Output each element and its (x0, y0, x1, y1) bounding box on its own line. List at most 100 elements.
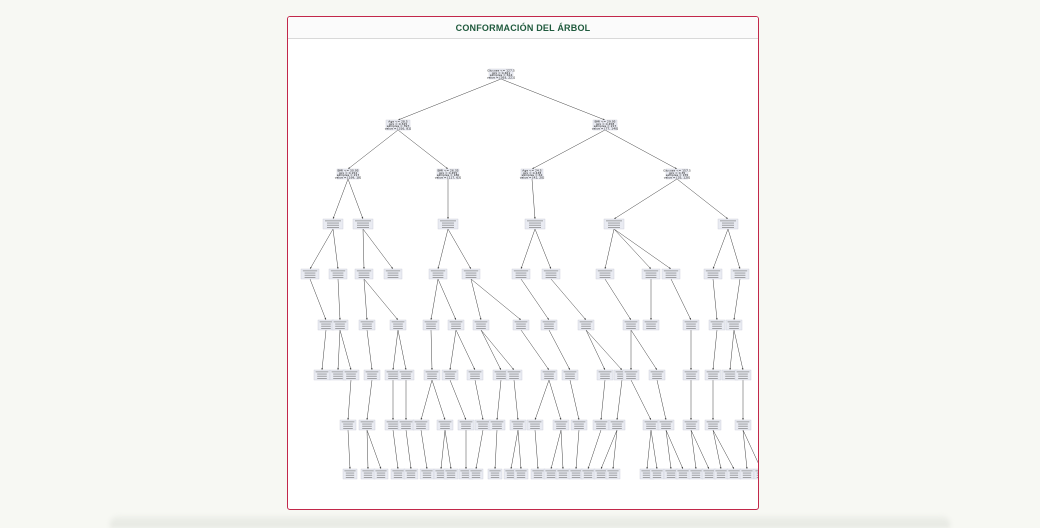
edge-arrowhead (533, 216, 536, 219)
tree-node-box (354, 268, 374, 280)
tree-node-text-line (565, 375, 575, 377)
tree-edge (437, 278, 457, 321)
tree-node (474, 419, 492, 431)
tree-node-text-line (706, 421, 720, 423)
tree-node-text-line (738, 423, 748, 425)
tree-node-text-line (385, 270, 401, 272)
tree-node-box (592, 119, 618, 131)
tree-node-box (511, 268, 531, 280)
tree-edge (612, 429, 618, 470)
tree-node-text-line (460, 470, 472, 472)
tree-node (437, 218, 459, 230)
tree-node (524, 218, 546, 230)
tree-node-text-line (478, 425, 488, 427)
edge-arrowhead (437, 266, 440, 269)
tree-node-text-line (406, 477, 416, 478)
tree-node-text-line (704, 474, 714, 476)
tree-edge (430, 278, 439, 321)
tree-node-text-line (304, 272, 316, 274)
tree-node-text-line (388, 375, 398, 377)
edge-arrowhead (392, 417, 394, 420)
edge-arrowhead (712, 367, 715, 370)
tree-node-text-line (506, 472, 516, 474)
tree-node-text-line (600, 378, 610, 379)
tree-node-text-line (360, 321, 374, 323)
tree-edge (444, 429, 452, 470)
tree-edge (548, 379, 562, 421)
tree-node-text-line (626, 325, 636, 327)
tree-node-text-line (626, 323, 636, 325)
tree-node-text-line (476, 421, 490, 423)
tree-node-text-line (422, 472, 432, 474)
tree-node-text-line (367, 378, 377, 379)
edge-arrowhead (440, 466, 443, 469)
tree-node-text-line (489, 470, 501, 472)
tree-node-text-line (344, 371, 358, 373)
tree-node-text-line (606, 220, 622, 222)
tree-node-text-line (461, 474, 471, 476)
tree-node-text-line (496, 375, 506, 377)
tree-node-text-line (571, 472, 581, 474)
tree-edge (520, 228, 536, 270)
tree-node-text-line (332, 272, 344, 274)
edge-arrowhead (616, 417, 619, 420)
tree-node-text-line (516, 325, 526, 327)
tree-node-text-line (530, 425, 540, 427)
tree-edge (500, 78, 606, 121)
tree-node-text-line (375, 470, 387, 472)
tree-node-text-line (515, 274, 527, 276)
tree-node-box (423, 369, 441, 381)
tree-node-text-line (723, 371, 737, 373)
edge-arrowhead (600, 466, 603, 469)
tree-node (622, 319, 640, 331)
tree-node-text-line (343, 428, 353, 429)
tree-node-box (682, 369, 700, 381)
tree-node-text-line (617, 375, 627, 377)
edge-arrowhead (473, 367, 475, 370)
tree-node-text-line (651, 470, 663, 472)
tree-node-text-line (678, 474, 688, 476)
tree-node (580, 468, 596, 480)
tree-node-value: value = [316, 81] (385, 127, 411, 131)
tree-node-text-line (610, 421, 624, 423)
tree-edge (321, 329, 327, 371)
tree-node (555, 468, 571, 480)
edge-arrowhead (577, 417, 580, 420)
tree-edge (397, 78, 502, 121)
tree-node-text-line (363, 474, 373, 476)
tree-edge (366, 429, 382, 470)
tree-node-text-line (736, 421, 750, 423)
tree-node (682, 319, 700, 331)
edge-arrowhead (614, 217, 617, 219)
edge-arrowhead (367, 466, 369, 469)
tree-node-value: value = [117, 63] (435, 176, 461, 180)
tree-node (622, 369, 640, 381)
tree-node-text-line (708, 378, 718, 379)
edge-arrowhead (445, 167, 448, 169)
tree-node-text-line (362, 328, 372, 329)
tree-edge (309, 228, 334, 270)
tree-node-text-line (440, 423, 450, 425)
tree-edge (362, 228, 394, 270)
tree-edge (585, 329, 606, 371)
tree-node (688, 468, 704, 480)
edge-arrowhead (612, 466, 615, 469)
tree-edge (630, 379, 652, 421)
tree-node-text-line (478, 423, 488, 425)
tree-node-split: BMI <= 26.35 (437, 169, 458, 173)
tree-node-text-line (530, 423, 540, 425)
tree-node-text-line (558, 474, 568, 476)
tree-node-box (753, 468, 758, 480)
tree-edge (616, 379, 623, 421)
edge-arrowhead (443, 417, 446, 420)
edge-arrowhead (510, 466, 513, 469)
tree-node (509, 419, 527, 431)
tree-node-text-line (732, 270, 748, 272)
tree-node (441, 369, 459, 381)
edge-arrowhead (575, 466, 578, 469)
tree-node-text-line (556, 423, 566, 425)
tree-node (505, 369, 523, 381)
tree-node-text-line (393, 472, 403, 474)
tree-edge (712, 429, 735, 470)
